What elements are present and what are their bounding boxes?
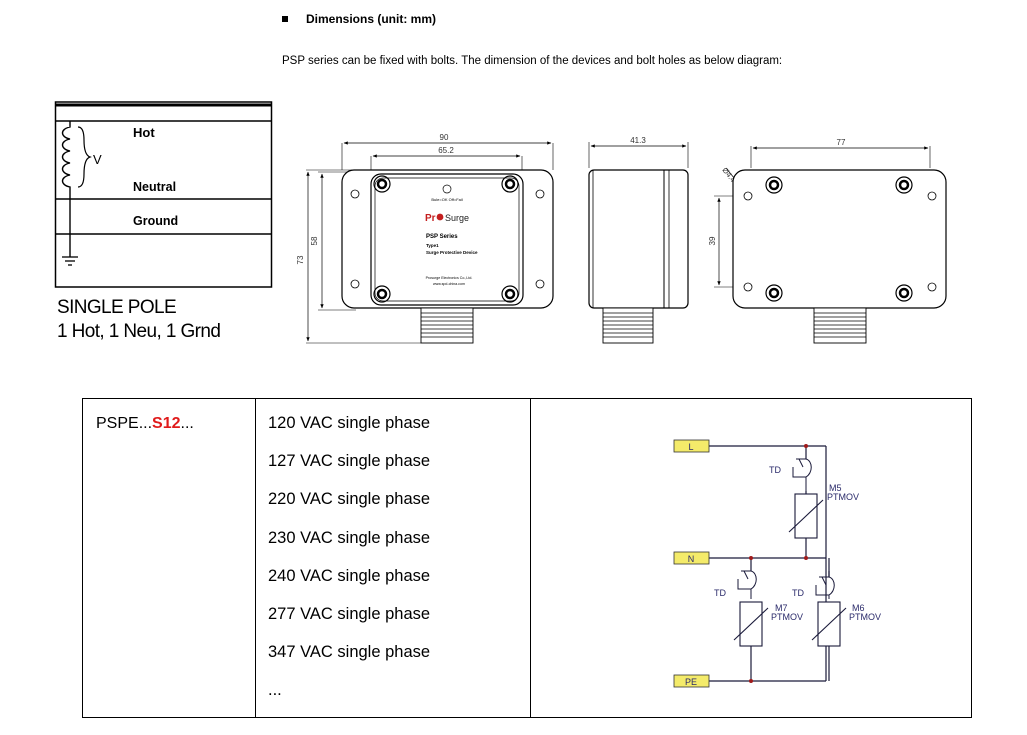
- wiring-caption-line1: SINGLE POLE: [57, 297, 177, 318]
- transformer-coil-icon: [61, 121, 71, 199]
- model-cell: PSPE...S12...: [82, 398, 256, 718]
- model-suffix: ...: [180, 415, 194, 432]
- model-prefix: PSPE...: [96, 415, 153, 432]
- m6-label: M6: [852, 603, 865, 613]
- circuit-nodes: [749, 444, 808, 683]
- dim-height-outer-label: 73: [296, 255, 305, 264]
- brand-suffix: Surge: [445, 213, 469, 223]
- list-item: 127 VAC single phase: [268, 452, 431, 471]
- back-view-drawing: 77 39 Ø4.4: [708, 138, 947, 344]
- wiring-frame: [54, 101, 273, 288]
- series-label: PSP Series: [426, 234, 458, 240]
- list-item: 240 VAC single phase: [268, 566, 431, 585]
- list-item: 230 VAC single phase: [268, 528, 431, 547]
- earth-ground-icon: [62, 256, 78, 266]
- wiring-schematic: V Hot Neutral Ground: [54, 101, 273, 288]
- terminal-n: [673, 551, 710, 565]
- intro-text: PSP series can be fixed with bolts. The …: [282, 55, 783, 67]
- side-view-drawing: 41.3: [588, 136, 689, 344]
- dim-height-inner-label: 58: [310, 236, 319, 245]
- company-label: Prosurge Electronics Co.,Ltd.: [426, 276, 473, 280]
- section-heading: Dimensions (unit: mm): [282, 12, 436, 26]
- terminal-pe: [673, 674, 710, 688]
- section-heading-text: Dimensions (unit: mm): [306, 12, 437, 26]
- voltage-label: V: [93, 152, 102, 167]
- brand-logo-icon: [436, 213, 444, 221]
- voltage-list: 120 VAC single phase 127 VAC single phas…: [268, 411, 530, 717]
- list-item: 277 VAC single phase: [268, 604, 431, 623]
- ptmov-varistor-icon: [733, 493, 847, 647]
- type-label: Type1: [426, 243, 439, 248]
- voltage-brace-icon: [77, 126, 92, 188]
- list-item: 120 VAC single phase: [268, 414, 431, 432]
- circuit-cell: L N PE TD M5 PTMOV TD M7 PTMOV TD M6 PTM…: [530, 398, 972, 718]
- dim-hole-spacing-x-label: 77: [837, 138, 846, 147]
- product-label: Surge Protective Device: [426, 250, 478, 255]
- model-code: PSPE...S12...: [96, 415, 255, 433]
- spec-table: PSPE...S12... 120 VAC single phase 127 V…: [82, 398, 972, 718]
- led-text: Bule=OK Off=Fail: [431, 197, 462, 202]
- voltage-cell: 120 VAC single phase 127 VAC single phas…: [255, 398, 531, 718]
- wiring-caption: SINGLE POLE 1 Hot, 1 Neu, 1 Grnd: [57, 296, 221, 344]
- circuit-diagram: L N PE TD M5 PTMOV TD M7 PTMOV TD M6 PTM…: [673, 439, 881, 688]
- table-row: PSPE...S12... 120 VAC single phase 127 V…: [82, 398, 972, 718]
- hot-label: Hot: [133, 125, 155, 140]
- front-view-drawing: 90 65.2 73 58 Bule=OK Off=Fail Pr Surge: [296, 133, 554, 344]
- terminal-l: [673, 439, 710, 453]
- dim-width-outer-label: 90: [440, 133, 449, 142]
- list-item: 347 VAC single phase: [268, 643, 431, 662]
- terminal-l-label: L: [688, 442, 693, 452]
- model-code-highlight: S12: [152, 415, 181, 432]
- dim-hole-spacing-y-label: 39: [708, 236, 717, 245]
- terminal-pe-label: PE: [685, 677, 697, 687]
- list-item: 220 VAC single phase: [268, 490, 431, 509]
- td-label: TD: [792, 588, 804, 598]
- m5-label: M5: [829, 483, 842, 493]
- list-item: ...: [268, 681, 282, 700]
- terminal-n-label: N: [688, 554, 695, 564]
- wiring-caption-line2: 1 Hot, 1 Neu, 1 Grnd: [57, 321, 221, 342]
- ground-label: Ground: [133, 214, 178, 228]
- website-label: www.spd-china.com: [433, 282, 465, 286]
- brand-prefix: Pr: [425, 213, 436, 224]
- circuit-wires: [709, 445, 830, 682]
- ptmov-label: PTMOV: [771, 612, 803, 622]
- dimension-drawings: 90 65.2 73 58 Bule=OK Off=Fail Pr Surge: [296, 133, 947, 344]
- thermal-disconnect-icon: [737, 458, 835, 599]
- bullet-square-icon: [282, 15, 288, 22]
- td-label: TD: [714, 588, 726, 598]
- ptmov-label: PTMOV: [849, 612, 881, 622]
- td-label: TD: [769, 465, 781, 475]
- ptmov-label: PTMOV: [827, 492, 859, 502]
- m7-label: M7: [775, 603, 788, 613]
- dim-width-inner-label: 65.2: [438, 146, 454, 155]
- neutral-label: Neutral: [133, 180, 176, 194]
- status-led-icon: [442, 184, 452, 194]
- dim-depth-label: 41.3: [630, 136, 646, 145]
